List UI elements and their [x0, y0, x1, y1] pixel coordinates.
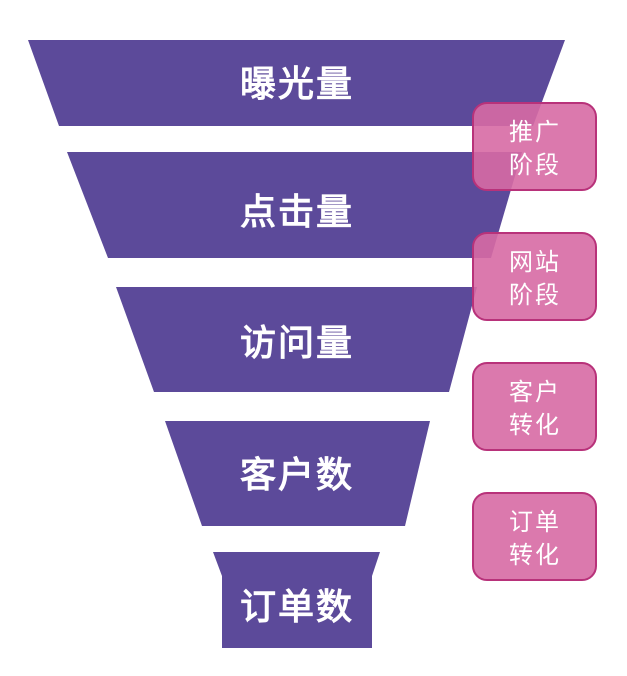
phase-box-line2: 阶段	[509, 151, 561, 179]
phase-box-line1: 推广	[509, 118, 561, 146]
phase-box-line2: 转化	[509, 411, 561, 439]
funnel-stage-exposure: 曝光量	[28, 40, 565, 126]
funnel-stage-clicks: 点击量	[67, 152, 522, 258]
phase-box-line1: 客户	[509, 378, 561, 406]
phase-box-shape	[472, 492, 597, 581]
funnel-stage-shape	[28, 40, 565, 126]
phase-box-order-conversion: 订单 转化	[472, 492, 597, 581]
phase-box-promotion: 推广 阶段	[472, 102, 597, 191]
phase-box-shape	[472, 232, 597, 321]
funnel-stage-label: 访问量	[240, 323, 354, 364]
funnel-stage-customers: 客户数	[165, 421, 430, 526]
funnel-stage-shape	[67, 152, 522, 258]
phase-box-line2: 转化	[509, 541, 561, 569]
phase-box-shape	[472, 362, 597, 451]
phase-box-shape	[472, 102, 597, 191]
funnel-stage-shape	[116, 287, 477, 392]
phase-box-customer-conversion: 客户 转化	[472, 362, 597, 451]
funnel-stage-shape	[165, 421, 430, 526]
phase-box-line1: 订单	[509, 508, 561, 536]
funnel-stage-visits: 访问量	[116, 287, 477, 392]
funnel-stage-label: 曝光量	[240, 64, 354, 105]
funnel-stage-shape	[213, 552, 380, 648]
phase-box-line1: 网站	[509, 248, 561, 276]
funnel-stage-label: 点击量	[240, 192, 354, 233]
phase-box-line2: 阶段	[509, 281, 561, 309]
phase-box-website: 网站 阶段	[472, 232, 597, 321]
funnel-stage-label: 客户数	[240, 455, 354, 496]
funnel-stage-orders: 订单数	[213, 552, 380, 648]
funnel-stage-label: 订单数	[240, 587, 354, 628]
